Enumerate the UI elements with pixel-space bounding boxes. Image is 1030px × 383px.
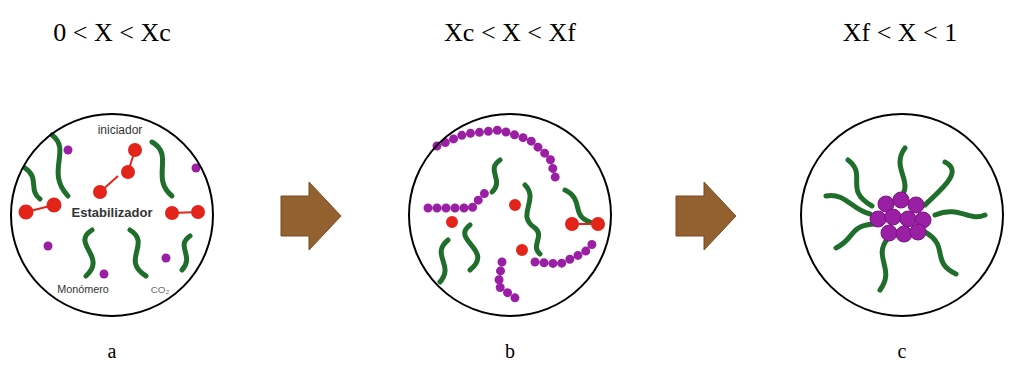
range-heading: Xf < X < 1 (843, 18, 958, 48)
initiator-molecules (447, 200, 604, 255)
panel-letter: b (505, 340, 515, 363)
range-heading: 0 < X < Xc (53, 18, 170, 48)
monomer-dots (44, 146, 201, 279)
polymer-bead (896, 226, 912, 242)
polymer-bead (910, 224, 926, 240)
stage-circle: 0 < X < XciniciadorEstabilizadorMonómero… (10, 113, 214, 317)
initiator-atom (122, 166, 134, 178)
monomer-dot (162, 254, 171, 263)
range-heading: Xc < X < Xf (444, 18, 576, 48)
stabilizer-chain (525, 185, 540, 254)
stabilizer-chain (25, 168, 40, 199)
stabilizer-chain (440, 240, 448, 282)
polymer-particle (870, 192, 931, 242)
stabilizer-chain (925, 162, 952, 205)
initiator-atom (94, 186, 106, 198)
component-label: Estabilizador (72, 206, 153, 221)
initiator-atom (566, 218, 578, 230)
initiator-atom (592, 218, 604, 230)
block-arrow (676, 182, 736, 250)
component-label: iniciador (98, 124, 143, 138)
initiator-atom (192, 206, 204, 218)
stage-circle: Xf < X < 1c (800, 113, 1004, 317)
monomer-dot (44, 242, 53, 251)
panel-letter: c (898, 340, 907, 363)
initiator-atom (166, 207, 178, 219)
stabilizer-chains (440, 160, 590, 282)
stabilizer-chain (182, 236, 190, 270)
stabilizer-chain (935, 212, 985, 217)
polymer-bead (893, 192, 909, 208)
stabilizer-chains (25, 135, 190, 276)
monomer-dot (192, 164, 201, 173)
polymer-bead (885, 209, 901, 225)
stabilizer-chain (925, 232, 956, 274)
monomer-dot (100, 270, 109, 279)
stabilizer-chain (465, 225, 478, 270)
component-label: CO₂ (151, 284, 170, 295)
stabilizer-chain (826, 195, 870, 214)
initiator-radical (510, 200, 520, 210)
stabilizer-chain (492, 160, 500, 192)
stabilizer-chain (85, 230, 93, 276)
block-arrow (281, 182, 341, 250)
initiator-radical (447, 217, 457, 227)
initiator-atom (129, 144, 141, 156)
stabilizer-chain (565, 190, 590, 222)
polymer-bead (900, 211, 916, 227)
polymer-chain (428, 190, 488, 208)
polymer-bead (908, 197, 924, 213)
initiator-radical (517, 245, 527, 255)
component-label: Monómero (57, 283, 109, 295)
stabilizer-chain (836, 224, 874, 248)
polymer-bead (870, 211, 886, 227)
stabilizer-chain (880, 238, 888, 290)
polymer-chain (437, 130, 556, 180)
stabilizer-chain (52, 135, 68, 196)
polymer-chain (535, 240, 596, 264)
monomer-dot (64, 146, 73, 155)
polymer-bead (881, 225, 897, 241)
polymer-chains (428, 130, 596, 300)
stabilizer-chain (130, 230, 146, 276)
stabilizer-chain (152, 142, 172, 196)
panel-letter: a (108, 340, 117, 363)
stage-circle: Xc < X < Xfb (408, 113, 612, 317)
initiator-atom (20, 206, 33, 219)
stabilizer-chain (848, 160, 872, 206)
polymer-chain (498, 262, 518, 300)
initiator-atom (48, 199, 61, 212)
stabilizer-chain (900, 148, 905, 198)
stabilizer-chains (826, 148, 985, 290)
